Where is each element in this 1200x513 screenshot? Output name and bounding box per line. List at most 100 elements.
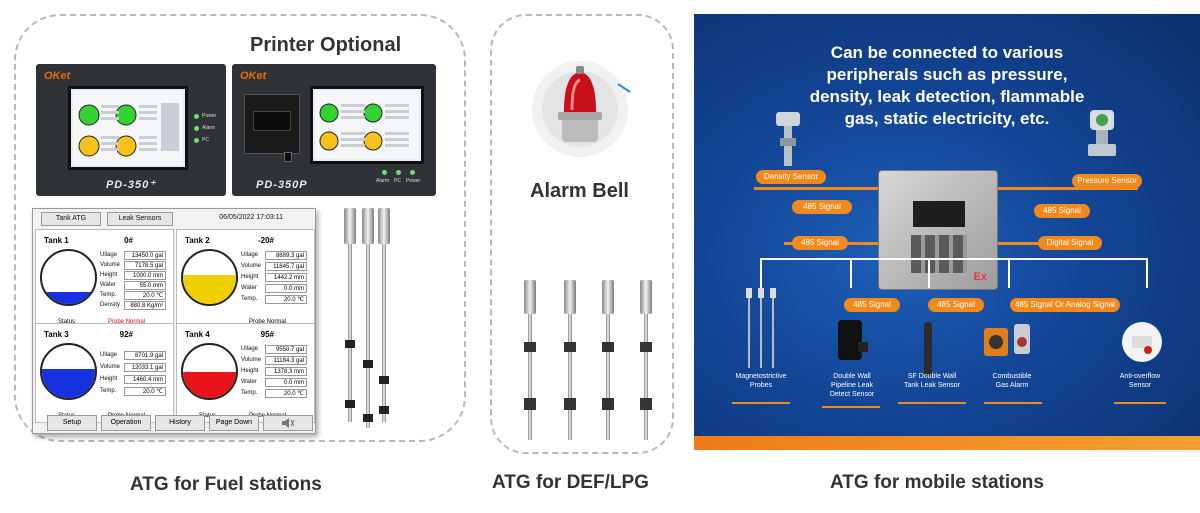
mobile-stations-caption: ATG for mobile stations <box>830 472 1044 493</box>
label-line: Pipeline Leak <box>830 382 874 389</box>
volume-label: Volume <box>241 263 262 269</box>
signal-485-tag: 485 Signal <box>792 200 852 214</box>
tank-monitor-screen: Tank ATG Leak Sensors 06/05/2022 17:03:1… <box>32 208 316 434</box>
panel-bottom-bar <box>694 436 1200 450</box>
connector-density <box>754 187 878 190</box>
height-value: 1378.3 mm <box>265 367 307 376</box>
headline-line: peripherals such as pressure, <box>826 65 1068 84</box>
pc-led <box>194 138 199 143</box>
tank-leak-sensor-icon <box>924 322 932 376</box>
pc-led-label: PC <box>202 137 209 143</box>
printer-button-icon[interactable] <box>284 152 292 162</box>
alarm-led <box>194 126 199 131</box>
sensor-label-anti-overflow: Anti-overflow Sensor <box>1108 372 1172 390</box>
speaker-icon <box>282 418 295 428</box>
bus-line <box>760 258 1146 260</box>
fuel-stations-caption: ATG for Fuel stations <box>130 474 322 495</box>
density-label: Density <box>100 302 121 308</box>
ullage-value: 8889.3 gal <box>265 251 307 260</box>
tab-tank-atg[interactable]: Tank ATG <box>41 212 101 226</box>
tank-level-fill <box>42 292 95 304</box>
status-label: Status <box>199 413 217 419</box>
signal-485-tag: 485 Signal <box>928 298 984 312</box>
ullage-label: Ullage <box>100 352 118 358</box>
connector-pressure <box>998 187 1138 190</box>
tank-1-card[interactable]: Tank 1 0# Ullage 13450.0 gal Volume 7178… <box>35 229 174 329</box>
ullage-label: Ullage <box>241 346 259 352</box>
height-value: 1442.2 mm <box>265 273 307 282</box>
speaker-button[interactable] <box>263 415 313 431</box>
volume-label: Volume <box>100 262 121 268</box>
tank-4-card[interactable]: Tank 4 95# Ullage 9550.7 gal Volume 1118… <box>176 323 315 423</box>
tab-leak-sensors[interactable]: Leak Sensors <box>107 212 173 226</box>
temp-label: Temp. <box>241 296 258 302</box>
height-value: 1460.4 mm <box>124 375 166 384</box>
tank-level-gauge <box>40 249 97 306</box>
history-button[interactable]: History <box>155 415 205 431</box>
label-line: Double Wall <box>833 373 871 380</box>
tank-code: 0# <box>124 236 133 245</box>
volume-value: 11845.7 gal <box>265 262 307 271</box>
alarm-bell-title: Alarm Bell <box>530 180 629 202</box>
probe-status: Probe Normal <box>249 319 287 325</box>
height-label: Height <box>100 376 118 382</box>
gas-alarm-icon <box>984 324 1030 356</box>
headline-line: density, leak detection, flammable <box>809 87 1085 106</box>
brand-logo: OKet <box>44 70 71 82</box>
power-led <box>410 170 415 175</box>
underline <box>1114 402 1166 404</box>
ullage-value: 13450.0 gal <box>124 251 166 260</box>
console-screen <box>68 86 188 170</box>
water-label: Water <box>241 285 257 291</box>
console-screen-tanks <box>73 91 183 165</box>
alarm-led-label: Alarm <box>202 125 216 131</box>
height-value: 1000.0 mm <box>124 271 166 280</box>
pressure-sensor-tag: Pressure Sensor <box>1072 174 1142 188</box>
power-led-label: Power <box>202 113 217 119</box>
ullage-value: 9550.7 gal <box>265 345 307 354</box>
tank-3-card[interactable]: Tank 3 92# Ullage 8701.9 gal Volume 1203… <box>35 323 174 423</box>
label-line: Combustible <box>992 373 1032 380</box>
setup-button[interactable]: Setup <box>47 415 97 431</box>
label-line: Anti-overflow <box>1119 373 1161 380</box>
pc-led <box>396 170 401 175</box>
tank-name: Tank 1 <box>44 236 69 245</box>
console-screen <box>310 86 424 164</box>
magnetostrictive-probes-def <box>524 280 652 440</box>
explosion-proof-mark: Ex <box>973 271 987 283</box>
digital-signal-tag: Digital Signal <box>1038 236 1102 250</box>
pc-led-label: PC <box>394 178 401 184</box>
density-value: 880.8 Kg/m³ <box>124 301 166 310</box>
tank-name: Tank 2 <box>185 236 210 245</box>
label-line: Tank Leak Sensor <box>903 382 961 389</box>
model-label: PD-350P <box>256 179 308 191</box>
cabinet-keypad <box>911 235 967 273</box>
label-line: Magnetostrictive <box>735 373 787 380</box>
height-label: Height <box>100 272 118 278</box>
cabinet-screen <box>913 201 965 227</box>
tank-level-fill <box>183 274 236 304</box>
page-down-button[interactable]: Page Down <box>209 415 259 431</box>
tank-level-fill <box>183 371 236 398</box>
tank-name: Tank 4 <box>185 330 210 339</box>
operation-button[interactable]: Operation <box>101 415 151 431</box>
label-line: Gas Alarm <box>995 382 1029 389</box>
water-value: 0.0 mm <box>265 284 307 293</box>
temp-label: Temp. <box>100 388 117 394</box>
bus-drop <box>1146 258 1148 288</box>
headline-line: gas, static electricity, etc. <box>844 109 1050 128</box>
label-line: Probes <box>749 382 773 389</box>
tank-2-card[interactable]: Tank 2 -20# Ullage 8889.3 gal Volume 118… <box>176 229 315 329</box>
peripherals-headline: Can be connected to various peripherals … <box>754 42 1140 130</box>
tank-level-fill <box>42 368 95 398</box>
volume-value: 11184.3 gal <box>265 356 307 365</box>
volume-label: Volume <box>100 364 121 370</box>
bus-drop <box>850 258 852 288</box>
underline <box>822 406 880 408</box>
probe-status: Probe Normal <box>108 319 146 325</box>
def-panel-frame <box>490 14 674 454</box>
density-sensor-tag: Density Sensor <box>756 170 826 184</box>
tank-code: 95# <box>260 330 274 339</box>
temp-value: 20.0 ℃ <box>124 291 166 300</box>
density-sensor-icon <box>776 112 800 166</box>
